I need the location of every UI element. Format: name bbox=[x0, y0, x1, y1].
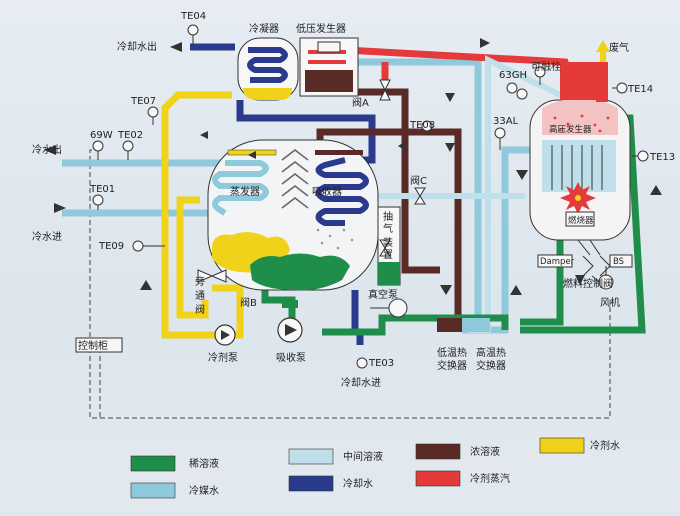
label-exhaust: 废气 bbox=[609, 41, 629, 54]
legend-swatch-cooling-water bbox=[288, 475, 334, 492]
label-absorber: 吸收器 bbox=[312, 185, 342, 198]
legend-swatch-refrigerant-vapor bbox=[415, 470, 461, 487]
legend-swatch-dilute bbox=[130, 455, 176, 472]
label-purge-1: 抽 bbox=[383, 210, 393, 223]
legend-label-refrigerant-water: 冷剂水 bbox=[590, 439, 620, 452]
legend-label-intermediate: 中间溶液 bbox=[343, 450, 383, 463]
label-bypass-3: 阀 bbox=[195, 303, 205, 316]
purge-device bbox=[370, 206, 408, 318]
absorber-coil bbox=[315, 157, 369, 226]
label-refrigerant-pump: 冷剂泵 bbox=[208, 351, 238, 364]
label-chilled-water-out: 冷水出 bbox=[32, 143, 62, 156]
label-vacuum-pump: 真空泵 bbox=[368, 288, 398, 301]
legend-swatch-refrigerant-water bbox=[539, 437, 585, 454]
sensors bbox=[92, 24, 649, 369]
legend: 稀溶液 中间溶液 浓溶液 冷剂水 冷媒水 冷却水 冷剂蒸汽 bbox=[130, 437, 620, 499]
label-chilled-water-in: 冷水进 bbox=[32, 230, 62, 243]
label-fusible-plug: 可融栓 bbox=[531, 60, 561, 73]
evaporator-coil bbox=[212, 160, 269, 216]
label-bypass-2: 通 bbox=[195, 290, 205, 302]
label-low-generator: 低压发生器 bbox=[296, 22, 346, 35]
label-cooling-water-in: 冷却水进 bbox=[341, 376, 381, 389]
label-valve-a: 阀A bbox=[352, 96, 369, 109]
label-te14: TE14 bbox=[627, 84, 653, 95]
low-temp-generator bbox=[299, 37, 359, 97]
label-bs: BS bbox=[613, 257, 624, 267]
label-low-hx-1: 低温热 bbox=[437, 346, 467, 359]
label-cooling-water-out: 冷却水出 bbox=[117, 40, 157, 53]
legend-label-dilute: 稀溶液 bbox=[189, 457, 219, 470]
control-signal-line bbox=[89, 149, 611, 419]
flow-arrows bbox=[44, 38, 662, 295]
label-bypass-1: 旁 bbox=[195, 275, 205, 288]
label-63gh: 63GH bbox=[499, 70, 527, 81]
burner-equipment bbox=[537, 239, 633, 290]
label-te03: TE03 bbox=[368, 358, 394, 369]
label-te13: TE13 bbox=[649, 152, 675, 163]
label-fuel-ctrl: 燃料控制阀 bbox=[563, 277, 613, 290]
exhaust-arrow-icon bbox=[596, 40, 610, 62]
legend-label-chilled-water: 冷媒水 bbox=[189, 484, 219, 497]
label-valve-c: 阀C bbox=[410, 174, 427, 187]
label-evaporator: 蒸发器 bbox=[230, 185, 260, 198]
label-te01: TE01 bbox=[89, 184, 115, 195]
legend-label-concentrated: 浓溶液 bbox=[470, 445, 500, 458]
legend-swatch-intermediate bbox=[288, 448, 334, 465]
legend-swatch-chilled-water bbox=[130, 482, 176, 499]
label-fan: 风机 bbox=[600, 296, 620, 309]
label-te04: TE04 bbox=[180, 11, 206, 22]
label-high-hx-1: 高温热 bbox=[476, 346, 506, 359]
label-te07: TE07 bbox=[130, 96, 156, 107]
condenser bbox=[237, 37, 299, 101]
refrigerant-pump bbox=[214, 324, 236, 346]
label-purge-3: 装 bbox=[383, 236, 393, 249]
diagram-labels: TE04 冷凝器 低压发生器 冷却水出 废气 TE07 阀A TE08 可融栓 … bbox=[32, 11, 675, 389]
legend-label-cooling-water: 冷却水 bbox=[343, 477, 373, 490]
label-purge-4: 置 bbox=[383, 249, 393, 261]
legend-label-refrigerant-vapor: 冷剂蒸汽 bbox=[470, 472, 510, 485]
label-high-generator: 高压发生器 bbox=[549, 124, 592, 135]
label-69w: 69W bbox=[90, 130, 113, 141]
label-burner: 燃烧器 bbox=[568, 215, 594, 226]
main-shell bbox=[207, 139, 379, 291]
label-purge-2: 气 bbox=[383, 222, 393, 235]
label-condenser: 冷凝器 bbox=[249, 22, 279, 35]
label-high-hx-2: 交换器 bbox=[476, 359, 506, 372]
label-te09: TE09 bbox=[98, 241, 124, 252]
label-valve-b: 阀B bbox=[240, 296, 257, 309]
label-low-hx-2: 交换器 bbox=[437, 359, 467, 372]
label-33al: 33AL bbox=[493, 116, 519, 127]
legend-swatch-concentrated bbox=[415, 443, 461, 460]
heat-exchangers bbox=[437, 318, 490, 332]
label-damper: Damper bbox=[540, 257, 575, 267]
absorber-pump bbox=[277, 300, 303, 343]
valves bbox=[197, 79, 426, 283]
label-te02: TE02 bbox=[117, 130, 143, 141]
control-cabinet bbox=[75, 337, 123, 353]
label-absorber-pump: 吸收泵 bbox=[276, 351, 306, 364]
label-te08: TE08 bbox=[409, 120, 435, 131]
label-control-cabinet: 控制柜 bbox=[78, 339, 108, 352]
high-temp-generator bbox=[529, 40, 631, 241]
